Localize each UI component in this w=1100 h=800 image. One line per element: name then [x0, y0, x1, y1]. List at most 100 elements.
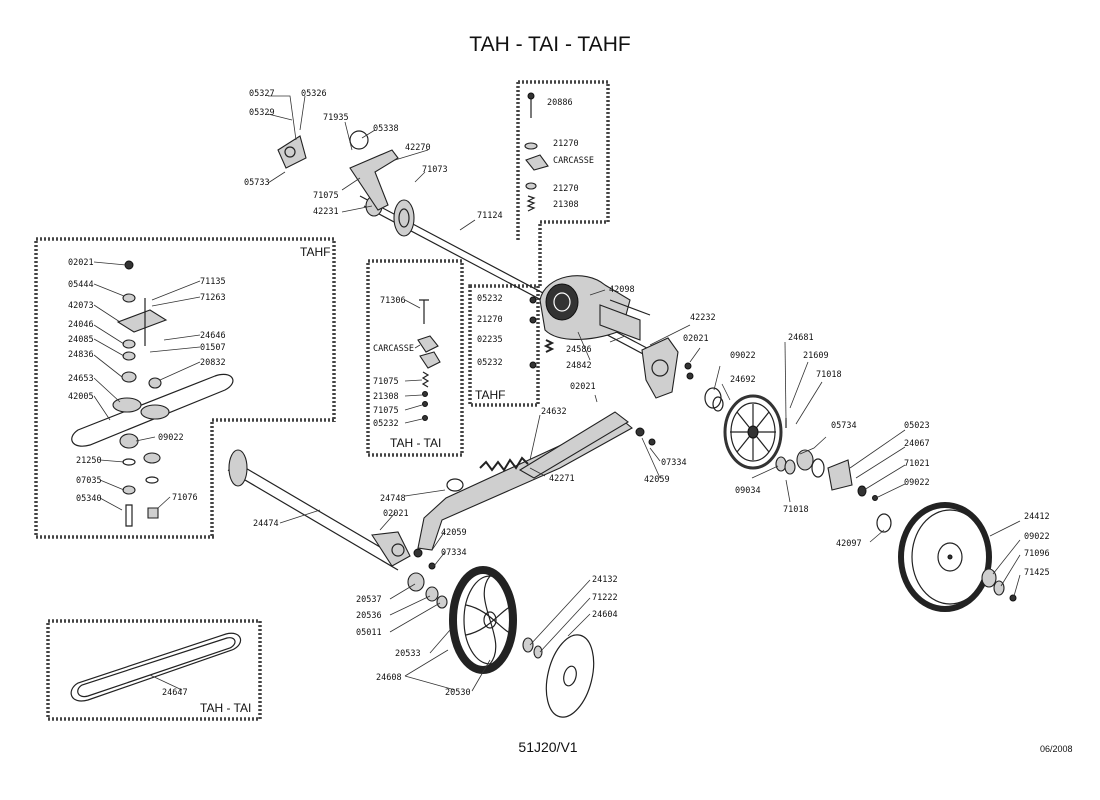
part-label: 09022: [730, 351, 756, 361]
part-label: 71306: [380, 296, 406, 306]
front-wheel: [407, 566, 595, 718]
right-drive-gear: [704, 387, 783, 470]
part-label: 71075: [313, 191, 339, 201]
part-label: 20536: [356, 611, 382, 621]
part-label: 71263: [200, 293, 226, 303]
part-label: 09034: [735, 486, 761, 496]
gearbox-housing: [539, 275, 651, 341]
right-rear-wheel: [898, 502, 1017, 612]
right-hub-parts: [775, 418, 892, 533]
tahf-small-box-label: TAHF: [475, 388, 505, 402]
part-label: 71076: [172, 493, 198, 503]
lever-bracket: [277, 130, 399, 211]
part-label: 05444: [68, 280, 94, 290]
part-label: 21308: [553, 200, 579, 210]
part-label: 05338: [373, 124, 399, 134]
part-label: 24412: [1024, 512, 1050, 522]
part-label: 02021: [570, 382, 596, 392]
part-label: CARCASSE: [553, 156, 594, 166]
part-label: 71096: [1024, 549, 1050, 559]
part-label: 05329: [249, 108, 275, 118]
part-label: 42231: [313, 207, 339, 217]
tahf-pulley-box: [34, 237, 336, 539]
part-label: 07334: [661, 458, 687, 468]
drive-belt-tah-tai: [70, 632, 242, 702]
part-label: 05327: [249, 89, 275, 99]
part-label: 42270: [405, 143, 431, 153]
part-label: 42232: [690, 313, 716, 323]
part-label: 24748: [380, 494, 406, 504]
tahf-small-parts: [529, 296, 555, 369]
right-gearbox-arm: [641, 337, 694, 399]
part-label: 24586: [566, 345, 592, 355]
part-label: 42005: [68, 392, 94, 402]
part-label: 71124: [477, 211, 503, 221]
part-label: 07035: [76, 476, 102, 486]
part-label: 24474: [253, 519, 279, 529]
belt-box: [46, 619, 262, 721]
part-label: 05011: [356, 628, 382, 638]
carcasse-spring-parts: [524, 92, 549, 212]
part-label: 05734: [831, 421, 857, 431]
part-label: CARCASSE: [373, 344, 414, 354]
part-label: 24692: [730, 375, 756, 385]
part-label: 71075: [373, 377, 399, 387]
carcasse-box: [518, 80, 610, 288]
part-label: 05232: [477, 294, 503, 304]
part-label: 07334: [441, 548, 467, 558]
part-label: 24646: [200, 331, 226, 341]
part-label: 42098: [609, 285, 635, 295]
part-label: 21270: [553, 184, 579, 194]
part-label: 24836: [68, 350, 94, 360]
part-label: 42271: [549, 474, 575, 484]
part-label: 24842: [566, 361, 592, 371]
lower-axle-shaft: [227, 449, 411, 571]
part-label: 24067: [904, 439, 930, 449]
part-label: 20537: [356, 595, 382, 605]
part-label: 42059: [644, 475, 670, 485]
part-label: 71075: [373, 406, 399, 416]
part-label: 24085: [68, 335, 94, 345]
part-label: 71018: [816, 370, 842, 380]
part-label: 05340: [76, 494, 102, 504]
part-label: 09022: [904, 478, 930, 488]
part-label: 05326: [301, 89, 327, 99]
tahf-spring-box: [468, 284, 540, 407]
tah-tai-box-label: TAH - TAI: [390, 436, 441, 450]
part-label: 24608: [376, 673, 402, 683]
part-labels: 05327 05326 05329 05733 71935 05338 4227…: [68, 89, 1050, 698]
part-label: 71135: [200, 277, 226, 287]
part-label: 24132: [592, 575, 618, 585]
part-label: 09022: [158, 433, 184, 443]
part-label: 21270: [477, 315, 503, 325]
part-label: 09022: [1024, 532, 1050, 542]
part-label: 71073: [422, 165, 448, 175]
part-label: 05733: [244, 178, 270, 188]
part-label: 20530: [445, 688, 471, 698]
part-label: 71935: [323, 113, 349, 123]
part-label: 71018: [783, 505, 809, 515]
part-label: 21270: [553, 139, 579, 149]
part-label: 24647: [162, 688, 188, 698]
part-label: 42073: [68, 301, 94, 311]
leader-lines: [93, 95, 1021, 692]
tah-tai-detail-parts: [417, 299, 441, 421]
part-label: 21250: [76, 456, 102, 466]
part-label: 42059: [441, 528, 467, 538]
part-label: 20533: [395, 649, 421, 659]
part-label: 05023: [904, 421, 930, 431]
diagram-date: 06/2008: [1040, 744, 1073, 754]
part-label: 71222: [592, 593, 618, 603]
diagram-title: TAH - TAI - TAHF: [469, 33, 630, 56]
part-label: 42097: [836, 539, 862, 549]
part-label: 24046: [68, 320, 94, 330]
part-label: 24604: [592, 610, 618, 620]
part-label: 02021: [383, 509, 409, 519]
part-label: 71425: [1024, 568, 1050, 578]
part-label: 21609: [803, 351, 829, 361]
part-label: 21308: [373, 392, 399, 402]
part-label: 05232: [373, 419, 399, 429]
part-label: 24632: [541, 407, 567, 417]
diagram-code: 51J20/V1: [518, 739, 577, 755]
